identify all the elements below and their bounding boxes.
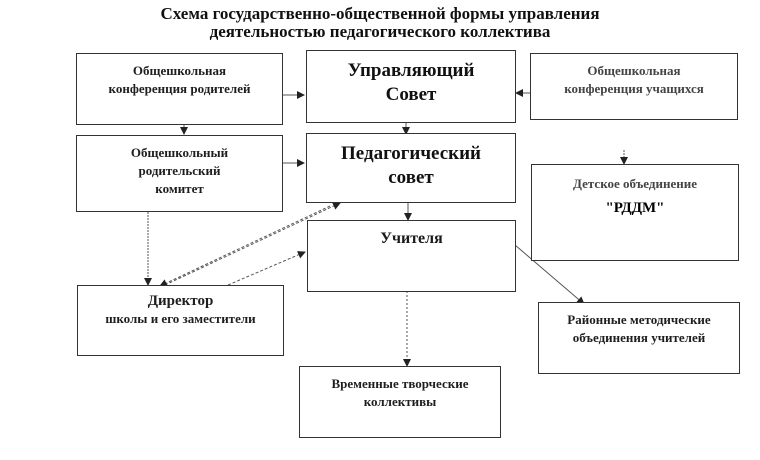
node-label-line: Общешкольная — [132, 63, 227, 78]
node-director[interactable]: Директор школы и его заместители — [77, 285, 284, 356]
node-label-line: "РДДМ" — [605, 200, 665, 216]
node-label-line: объединения учителей — [572, 330, 706, 345]
node-district-methodical[interactable]: Районные методические объединения учител… — [538, 302, 740, 374]
node-label-line: коллективы — [363, 394, 437, 409]
node-label-line: конференция учащихся — [564, 81, 704, 96]
node-label-line: Районные методические — [567, 312, 711, 327]
node-label-line: совет — [388, 167, 434, 188]
node-governing-council[interactable]: Управляющий Совет — [306, 50, 516, 123]
node-label-line: Директор — [147, 293, 214, 309]
node-children-association[interactable]: Детское объединение "РДДМ" — [531, 164, 739, 261]
node-label-line: Временные творческие — [331, 376, 469, 391]
node-label-line: Учителя — [380, 230, 443, 247]
node-students-conference[interactable]: Общешкольная конференция учащихся — [530, 53, 738, 120]
node-label-line: Педагогический — [341, 143, 481, 164]
node-parents-conference[interactable]: Общешкольная конференция родителей — [76, 53, 283, 125]
node-label-line: школы и его заместители — [105, 311, 256, 326]
node-teachers[interactable]: Учителя — [307, 220, 516, 292]
edge-pedagogical-council-to-director — [159, 205, 331, 287]
edge-director-to-teachers — [227, 251, 306, 286]
title-line-1: Схема государственно-общественной формы … — [160, 4, 600, 23]
node-label-line: Управляющий — [347, 60, 475, 81]
node-label-line: Общешкольная — [587, 63, 681, 78]
node-label-line: Совет — [385, 84, 437, 105]
node-parents-committee[interactable]: Общешкольный родительский комитет — [76, 135, 283, 212]
node-label-line: Детское объединение — [573, 176, 697, 191]
node-label-line: родительский — [138, 163, 221, 178]
node-label-line: конференция родителей — [108, 81, 251, 96]
node-pedagogical-council[interactable]: Педагогический совет — [306, 133, 516, 203]
node-label-line: Общешкольный — [130, 145, 229, 160]
title-line-2: деятельностью педагогического коллектива — [209, 22, 551, 41]
node-creative-teams[interactable]: Временные творческие коллективы — [299, 366, 501, 438]
node-label-line: комитет — [155, 181, 204, 196]
